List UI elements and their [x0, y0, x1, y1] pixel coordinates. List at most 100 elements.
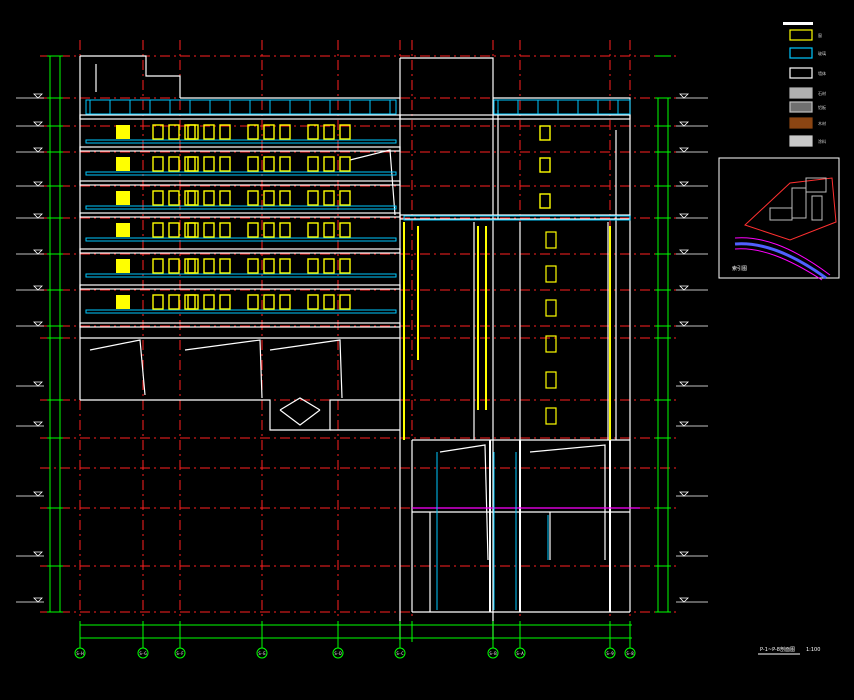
dimension-lines — [47, 55, 671, 642]
legend-swatch — [789, 29, 813, 41]
legend-item: 涂料 — [789, 135, 826, 147]
window — [279, 294, 291, 310]
floor-slab — [399, 114, 631, 120]
level-symbol-right — [679, 181, 689, 187]
level-symbol-left — [33, 381, 43, 387]
drawing-scale: 1:100 — [806, 647, 820, 653]
axis-bubble — [174, 647, 186, 659]
window — [307, 190, 319, 206]
level-symbol-right — [679, 491, 689, 497]
level-symbol-right — [679, 321, 689, 327]
window — [203, 294, 215, 310]
window — [263, 156, 275, 172]
level-symbol-left — [33, 121, 43, 127]
window — [116, 157, 130, 171]
window — [203, 190, 215, 206]
window — [307, 294, 319, 310]
window — [168, 294, 180, 310]
window — [279, 222, 291, 238]
legend-swatch — [789, 87, 813, 99]
level-symbol-right — [679, 213, 689, 219]
glass-railing — [85, 99, 397, 115]
glass-railing — [493, 99, 631, 115]
glass-band — [85, 309, 397, 314]
window — [152, 190, 164, 206]
window — [247, 222, 259, 238]
window — [187, 222, 199, 238]
window — [323, 222, 335, 238]
window — [168, 258, 180, 274]
level-symbol-right — [679, 551, 689, 557]
floor-slab — [79, 248, 401, 254]
window — [247, 294, 259, 310]
window — [168, 190, 180, 206]
level-symbol-left — [33, 93, 43, 99]
window — [219, 258, 231, 274]
window — [168, 222, 180, 238]
window — [187, 156, 199, 172]
level-symbol-right — [679, 147, 689, 153]
legend-swatch — [789, 67, 813, 79]
axis-bubble — [487, 647, 499, 659]
window — [263, 294, 275, 310]
level-symbol-right — [679, 285, 689, 291]
glass-band — [403, 215, 631, 221]
window — [187, 190, 199, 206]
axis-label: S-8 — [626, 651, 634, 656]
legend-item: 窗 — [789, 29, 822, 41]
level-markers — [16, 93, 708, 603]
window — [203, 258, 215, 274]
legend-label: 墙体 — [818, 70, 826, 76]
facade-elements — [85, 99, 631, 610]
legend-label: 铝板 — [818, 104, 826, 110]
window — [307, 156, 319, 172]
glass-band — [85, 205, 397, 210]
keyplan: 索引图 — [718, 157, 840, 281]
building-outline — [79, 55, 631, 640]
window — [279, 156, 291, 172]
axis-label: S-G — [139, 651, 147, 656]
window — [545, 371, 557, 389]
window — [279, 258, 291, 274]
legend-item: 铝板 — [789, 101, 826, 113]
window — [339, 190, 351, 206]
window — [339, 258, 351, 274]
window — [323, 124, 335, 140]
legend-swatch — [789, 101, 813, 113]
axis-label: S-E — [258, 651, 266, 656]
window — [263, 190, 275, 206]
glass-band — [85, 139, 397, 144]
window — [152, 124, 164, 140]
window — [187, 258, 199, 274]
legend-item: 墙体 — [789, 67, 826, 79]
drawing-title: P-1~P-8剖面图 — [760, 646, 795, 653]
level-symbol-left — [33, 597, 43, 603]
level-symbol-right — [679, 121, 689, 127]
legend-swatch — [789, 135, 813, 147]
window — [323, 156, 335, 172]
window — [152, 222, 164, 238]
legend-swatch — [789, 47, 813, 59]
glass-band — [85, 273, 397, 278]
window — [219, 222, 231, 238]
window — [152, 156, 164, 172]
window — [219, 124, 231, 140]
window — [279, 190, 291, 206]
axis-bubble — [604, 647, 616, 659]
window — [263, 222, 275, 238]
level-symbol-left — [33, 321, 43, 327]
window — [545, 335, 557, 353]
window — [307, 222, 319, 238]
floor-slab — [79, 284, 401, 290]
window — [116, 259, 130, 273]
glass-band — [85, 237, 397, 242]
window — [545, 299, 557, 317]
title-block: P-1~P-8剖面图 1:100 — [758, 646, 820, 655]
window — [219, 294, 231, 310]
window — [203, 156, 215, 172]
axis-label: S-F — [176, 651, 184, 656]
window — [339, 124, 351, 140]
axis-label: S-9 — [606, 651, 614, 656]
